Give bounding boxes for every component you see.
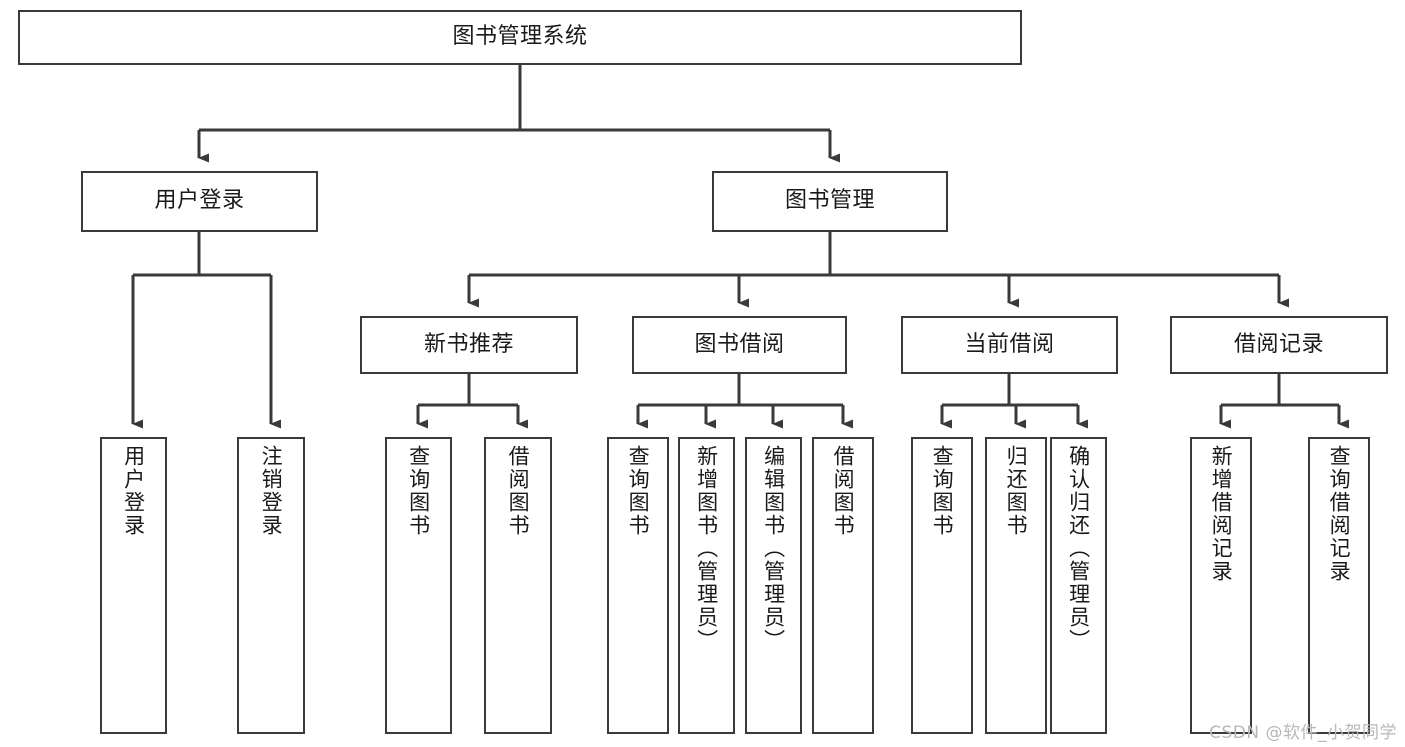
level3-node-1[interactable]: 新书推荐 <box>360 316 578 374</box>
leaf-node-9-label: 查询图书 <box>930 445 955 537</box>
leaf-node-1[interactable]: 用户登录 <box>100 437 167 734</box>
leaf-node-13-label: 查询借阅记录 <box>1327 445 1352 583</box>
leaf-node-11-label: 确认归还（管理员） <box>1066 445 1091 652</box>
level3-node-3-label: 当前借阅 <box>964 331 1055 357</box>
leaf-node-12[interactable]: 新增借阅记录 <box>1190 437 1252 734</box>
level3-node-4-label: 借阅记录 <box>1233 331 1324 357</box>
level3-node-2-label: 图书借阅 <box>694 331 785 357</box>
watermark-text: CSDN @软件_小贺同学 <box>1209 723 1397 743</box>
level3-node-1-label: 新书推荐 <box>423 331 514 357</box>
leaf-node-5[interactable]: 查询图书 <box>607 437 669 734</box>
level3-node-3[interactable]: 当前借阅 <box>901 316 1118 374</box>
level3-node-4[interactable]: 借阅记录 <box>1170 316 1388 374</box>
leaf-node-7-label: 编辑图书（管理员） <box>761 445 786 652</box>
leaf-node-9[interactable]: 查询图书 <box>911 437 973 734</box>
leaf-node-2-label: 注销登录 <box>259 445 284 537</box>
level3-node-2[interactable]: 图书借阅 <box>632 316 847 374</box>
leaf-node-1-label: 用户登录 <box>121 445 146 537</box>
level2-node-1-label: 用户登录 <box>154 188 245 214</box>
leaf-node-5-label: 查询图书 <box>626 445 651 537</box>
leaf-node-10-label: 归还图书 <box>1004 445 1029 537</box>
leaf-node-8[interactable]: 借阅图书 <box>812 437 874 734</box>
level2-node-2[interactable]: 图书管理 <box>712 171 948 232</box>
leaf-node-8-label: 借阅图书 <box>831 445 856 537</box>
leaf-node-10[interactable]: 归还图书 <box>985 437 1047 734</box>
level2-node-1[interactable]: 用户登录 <box>81 171 318 232</box>
root-node-book-management-system-label: 图书管理系统 <box>452 24 588 50</box>
leaf-node-6[interactable]: 新增图书（管理员） <box>678 437 735 734</box>
leaf-node-4-label: 借阅图书 <box>506 445 531 537</box>
leaf-node-12-label: 新增借阅记录 <box>1209 445 1234 583</box>
leaf-node-7[interactable]: 编辑图书（管理员） <box>745 437 802 734</box>
leaf-node-4[interactable]: 借阅图书 <box>484 437 552 734</box>
leaf-node-11[interactable]: 确认归还（管理员） <box>1050 437 1107 734</box>
leaf-node-6-label: 新增图书（管理员） <box>694 445 719 652</box>
leaf-node-3[interactable]: 查询图书 <box>385 437 452 734</box>
level2-node-2-label: 图书管理 <box>784 188 875 214</box>
leaf-node-2[interactable]: 注销登录 <box>237 437 305 734</box>
leaf-node-13[interactable]: 查询借阅记录 <box>1308 437 1370 734</box>
leaf-node-3-label: 查询图书 <box>406 445 431 537</box>
root-node-book-management-system[interactable]: 图书管理系统 <box>18 10 1022 65</box>
